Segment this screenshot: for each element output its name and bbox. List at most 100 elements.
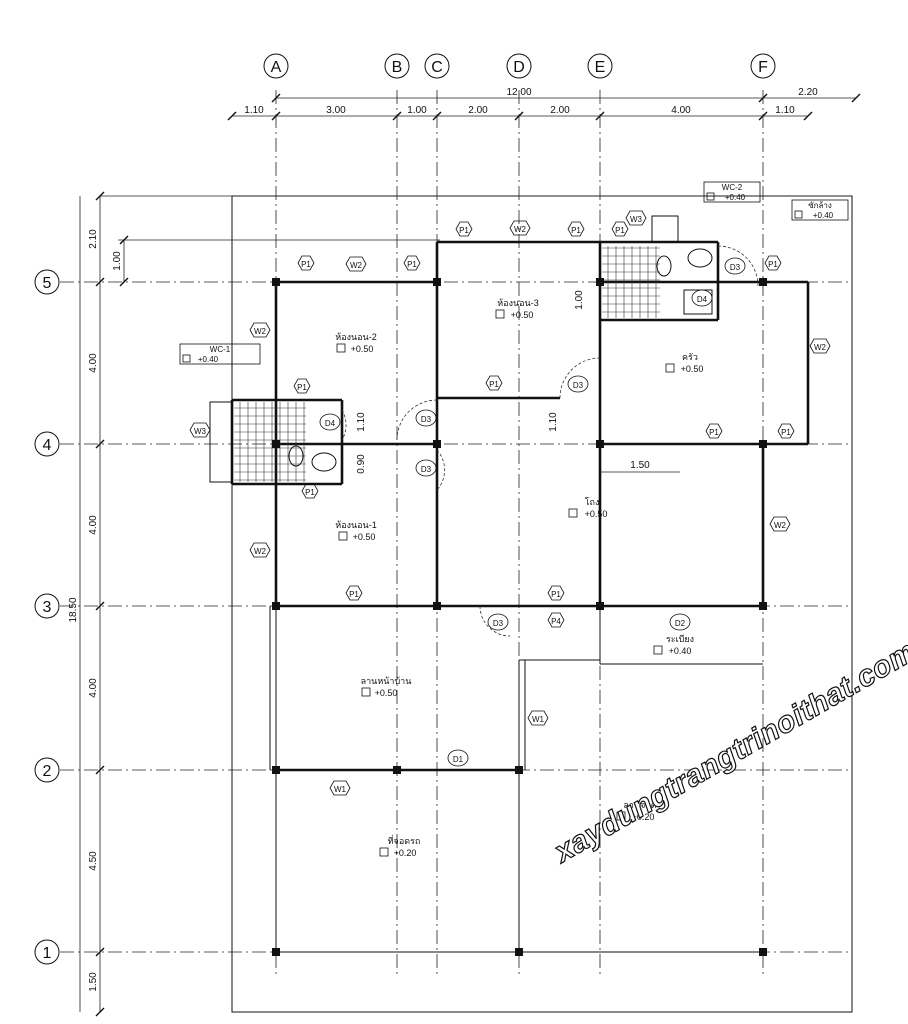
- dim-inner: 1.00: [574, 290, 585, 310]
- svg-text:P1: P1: [781, 428, 791, 437]
- grid-label-col: D: [513, 59, 525, 76]
- room-level: +0.50: [511, 310, 534, 320]
- room-carport: ที่จอดรถ +0.20: [379, 834, 420, 858]
- room-name: ห้องนอน-2: [335, 332, 376, 342]
- shower-icon: [683, 289, 713, 315]
- tag-p1: P1: [301, 483, 319, 499]
- tag-w2: W2: [345, 256, 367, 272]
- grid-bubble-row: 3: [34, 593, 60, 619]
- tag-p1: P1: [567, 221, 585, 237]
- svg-text:W2: W2: [350, 261, 363, 270]
- svg-text:D4: D4: [325, 419, 336, 428]
- grid-bubble-col: F: [750, 53, 776, 79]
- sink-icon: [311, 452, 337, 472]
- svg-text:W3: W3: [194, 427, 207, 436]
- grid-bubble-col: A: [263, 53, 289, 79]
- tag-p1: P1: [611, 221, 629, 237]
- grid-bubble-row: 2: [34, 757, 60, 783]
- room-level: +0.50: [375, 688, 398, 698]
- grid-label-row: 3: [43, 599, 52, 616]
- tag-w1: W1: [329, 780, 351, 796]
- svg-text:W2: W2: [254, 547, 267, 556]
- svg-text:P1: P1: [615, 226, 625, 235]
- room-name: ระเบียง: [666, 634, 694, 644]
- room-level: +0.20: [394, 848, 417, 858]
- dim-segment: 4.50: [88, 851, 99, 871]
- grid-label-col: B: [392, 59, 403, 76]
- tag-p1: P1: [764, 255, 782, 271]
- svg-text:D3: D3: [730, 263, 741, 272]
- inner-dimensions: 1.00 1.10 0.90 1.10 1.50: [356, 290, 680, 474]
- svg-text:P1: P1: [768, 260, 778, 269]
- toilet-icon: [288, 445, 304, 467]
- svg-text:P1: P1: [459, 226, 469, 235]
- tag-p4: P4: [547, 612, 565, 628]
- svg-text:W1: W1: [334, 785, 347, 794]
- room-level: +0.40: [669, 646, 692, 656]
- tag-d3: D3: [415, 409, 437, 427]
- svg-text:P1: P1: [551, 590, 561, 599]
- tag-d4: D4: [691, 289, 713, 307]
- svg-text:P1: P1: [301, 260, 311, 269]
- room-parking: ลานจอด +0.20: [616, 800, 657, 822]
- tag-p1: P1: [345, 585, 363, 601]
- dim-segment: 4.00: [671, 105, 691, 116]
- dim-total-width: 12.00: [506, 87, 531, 98]
- svg-text:D3: D3: [421, 415, 432, 424]
- tag-w2: W2: [249, 542, 271, 558]
- svg-text:W2: W2: [254, 327, 267, 336]
- tag-p1: P1: [777, 423, 795, 439]
- grid-label-row: 2: [43, 763, 52, 780]
- room-level: +0.40: [813, 211, 834, 220]
- dim-segment: 3.00: [326, 105, 346, 116]
- grid-label-row: 4: [43, 437, 52, 454]
- dim-segment: 4.00: [88, 515, 99, 535]
- row-grid-bubbles: 5 4 3 2 1: [34, 269, 60, 965]
- room-level: +0.20: [632, 812, 655, 822]
- room-name: ลานจอด: [623, 800, 656, 810]
- tag-w1: W1: [527, 710, 549, 726]
- room-wc1: WC-1 +0.40: [179, 343, 261, 365]
- room-kitchen: ครัว +0.50: [665, 352, 703, 374]
- window-markers: [275, 241, 809, 607]
- grid-lines: [60, 90, 852, 975]
- toilet-icon: [656, 255, 672, 277]
- svg-text:W1: W1: [532, 715, 545, 724]
- room-terrace: ลานหน้าบ้าน +0.50: [361, 676, 412, 698]
- tag-p1: P1: [293, 378, 311, 394]
- tag-p1: P1: [455, 221, 473, 237]
- room-name: ห้องนอน-1: [335, 520, 376, 530]
- grid-label-col: E: [595, 59, 606, 76]
- grid-bubble-col: C: [424, 53, 450, 79]
- grid-label-row: 1: [43, 945, 52, 962]
- svg-text:D3: D3: [421, 465, 432, 474]
- room-name: ซักล้าง: [808, 201, 832, 210]
- grid-label-row: 5: [43, 275, 52, 292]
- dim-inner: 1.50: [630, 460, 650, 471]
- room-laundry: ซักล้าง +0.40: [791, 199, 849, 221]
- room-level: +0.50: [585, 509, 608, 519]
- tag-markers: P1 P1 P1 P1 P1 P1 P1 P1 P1 P1 P1 P1 P1 P…: [189, 210, 831, 796]
- room-name: ลานหน้าบ้าน: [361, 676, 412, 686]
- sanitary-fixtures: [209, 215, 713, 483]
- tag-p1: P1: [485, 375, 503, 391]
- watermark-text: xaydungtrangtrinoithat.com: [547, 635, 908, 870]
- tag-w2: W2: [249, 322, 271, 338]
- grid-bubble-col: B: [384, 53, 410, 79]
- tag-d1: D1: [447, 749, 469, 767]
- room-bed3: ห้องนอน-3 +0.50: [495, 298, 539, 320]
- room-bed2: ห้องนอน-2 +0.50: [335, 332, 376, 354]
- grid-label-col: C: [431, 59, 443, 76]
- tag-d4: D4: [319, 413, 341, 431]
- dim-segment: 1.10: [244, 105, 264, 116]
- tag-w3: W3: [189, 422, 211, 438]
- svg-text:P1: P1: [407, 260, 417, 269]
- sink-icon: [687, 248, 713, 268]
- grid-label-col: F: [758, 59, 768, 76]
- tag-p1: P1: [403, 255, 421, 271]
- dim-segment: 1.00: [407, 105, 427, 116]
- room-level: +0.40: [725, 193, 746, 202]
- grid-bubble-row: 1: [34, 939, 60, 965]
- wc1-window-box: [209, 401, 233, 483]
- tag-d2: D2: [669, 613, 691, 631]
